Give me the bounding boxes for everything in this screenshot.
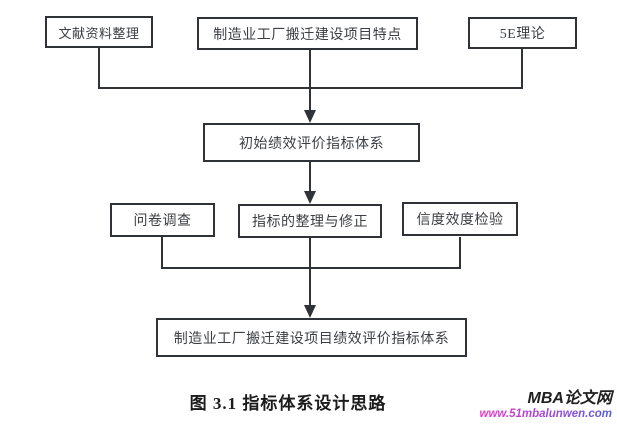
figure-caption: 图 3.1 指标体系设计思路 [189,394,387,413]
arrowhead-to-index-revision [304,191,316,204]
watermark-site-url: www.51mbalunwen.com [479,407,613,420]
node-literature-review: 文献资料整理 [45,16,153,48]
node-five-e-theory: 5E理论 [468,17,577,49]
node-project-features: 制造业工厂搬迁建设项目特点 [197,17,418,50]
node-initial-index-system: 初始绩效评价指标体系 [203,123,420,162]
node-final-index-system: 制造业工厂搬迁建设项目绩效评价指标体系 [156,318,467,357]
arrowhead-to-initial-system [304,110,316,123]
watermark-site-name: MBA论文网 [527,390,612,407]
watermark: MBA论文网 www.51mbalunwen.com [480,390,613,420]
node-questionnaire-survey: 问卷调查 [110,203,215,237]
node-reliability-validity-test: 信度效度检验 [402,202,518,236]
node-index-revision: 指标的整理与修正 [238,204,382,238]
arrowhead-to-final-system [304,305,316,318]
